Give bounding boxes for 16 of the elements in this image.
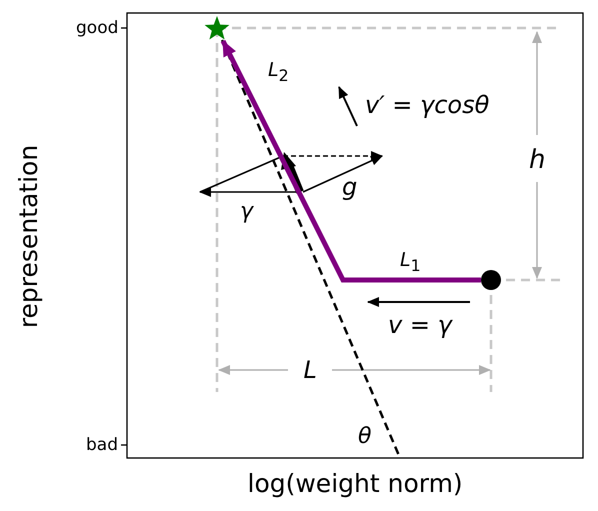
dimension-label: L <box>304 358 317 382</box>
star-marker <box>204 15 230 41</box>
segment-label: L$_{2}$ <box>268 60 289 84</box>
angle-label: θ <box>358 426 372 448</box>
axis-label: log(weight norm) <box>248 470 463 496</box>
vector-label: γ <box>240 201 254 223</box>
vector-label: g <box>342 175 358 199</box>
axis-label: representation <box>16 144 41 328</box>
dimension-label: h <box>529 147 546 173</box>
arrow <box>220 40 481 282</box>
formula-label: v′ = γcosθ <box>365 93 490 117</box>
segment-label: L$_{1}$ <box>400 250 421 274</box>
formula-label: v = γ <box>388 313 452 337</box>
tick-label: bad <box>86 436 118 454</box>
point-marker <box>481 270 501 290</box>
tick-label: good <box>76 20 118 36</box>
